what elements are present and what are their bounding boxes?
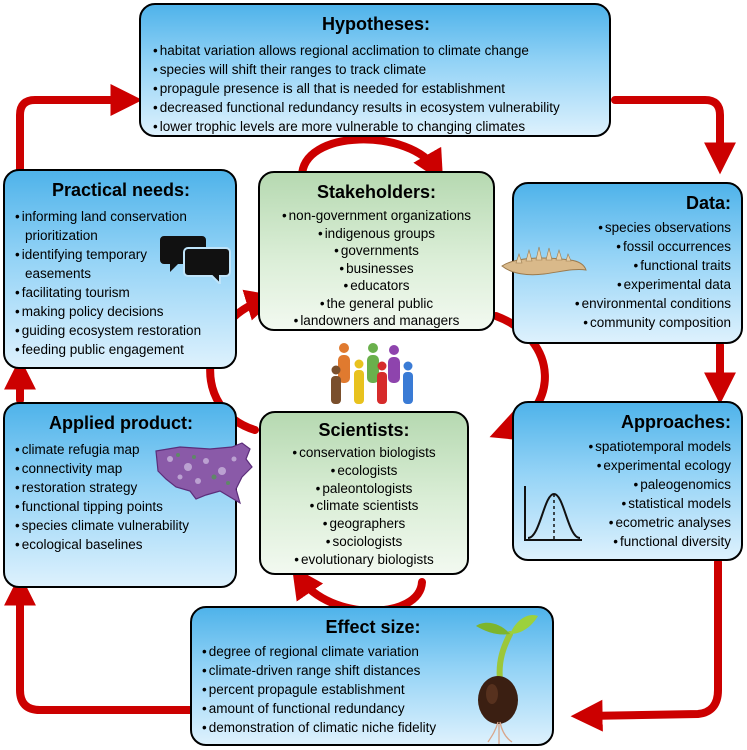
list-item: connectivity map: [15, 459, 227, 478]
list-item: species will shift their ranges to track…: [153, 60, 599, 79]
list-item: paleogenomics: [520, 475, 731, 494]
approaches-title: Approaches:: [620, 412, 731, 432]
list-item: the general public: [264, 295, 489, 313]
list-item: functional diversity: [520, 532, 731, 551]
approaches-list: spatiotemporal models experimental ecolo…: [520, 437, 731, 551]
list-item: evolutionary biologists: [265, 551, 463, 569]
list-item: functional tipping points: [15, 497, 227, 516]
fossil-jaw-icon: [501, 246, 587, 276]
list-item: community composition: [520, 313, 731, 332]
list-item: indigenous groups: [264, 225, 489, 243]
applied-product-list: climate refugia map connectivity map res…: [15, 440, 227, 554]
list-item: degree of regional climate variation: [202, 642, 544, 661]
approaches-box: Approaches: spatiotemporal models experi…: [512, 401, 743, 561]
list-item: geographers: [265, 515, 463, 533]
list-item: identifying temporary: [15, 245, 227, 264]
scientists-list: conservation biologists ecologists paleo…: [265, 444, 463, 569]
hypotheses-title: Hypotheses:: [321, 14, 431, 34]
list-item: ecometric analyses: [520, 513, 731, 532]
list-item: experimental ecology: [520, 456, 731, 475]
arrow-needs-to-hypotheses: [16, 84, 143, 174]
list-item: facilitating tourism: [15, 283, 227, 302]
arrow-hypotheses-to-data: [611, 96, 736, 175]
list-item: easements: [25, 266, 92, 281]
sprouting-seed-icon: [476, 614, 538, 744]
list-item: propagule presence is all that is needed…: [153, 79, 599, 98]
list-item: educators: [264, 277, 489, 295]
list-item: percent propagule establishment: [202, 680, 544, 699]
list-item: climate-driven range shift distances: [202, 661, 544, 680]
list-item: informing land conservation: [15, 207, 227, 226]
list-item: fossil occurrences: [520, 237, 731, 256]
speech-bubbles-icon: [160, 236, 231, 284]
effect-size-list: degree of regional climate variation cli…: [202, 642, 544, 737]
list-item: demonstration of climatic niche fidelity: [202, 718, 544, 737]
list-item: statistical models: [520, 494, 731, 513]
list-item: species climate vulnerability: [15, 516, 227, 535]
list-item: amount of functional redundancy: [202, 699, 544, 718]
list-item: habitat variation allows regional acclim…: [153, 41, 599, 60]
list-item: making policy decisions: [15, 302, 227, 321]
list-item: spatiotemporal models: [520, 437, 731, 456]
stakeholders-box: Stakeholders: non-government organizatio…: [258, 171, 495, 331]
scientists-box: Scientists: conservation biologists ecol…: [259, 411, 469, 575]
list-item: governments: [264, 242, 489, 260]
scientists-title: Scientists:: [318, 420, 410, 440]
list-item: experimental data: [520, 275, 731, 294]
hypotheses-list: habitat variation allows regional acclim…: [153, 41, 599, 135]
arrow-stakeholder-loop: [297, 135, 444, 183]
list-item: ecological baselines: [15, 535, 227, 554]
list-item: functional traits: [520, 256, 731, 275]
list-item: feeding public engagement: [15, 340, 227, 359]
list-item: conservation biologists: [265, 444, 463, 462]
list-item: guiding ecosystem restoration: [15, 321, 227, 340]
list-item: non-government organizations: [264, 207, 489, 225]
practical-needs-list: informing land conservation prioritizati…: [15, 207, 227, 359]
applied-product-title: Applied product:: [49, 413, 193, 433]
stakeholders-list: non-government organizations indigenous …: [264, 207, 489, 329]
data-title: Data:: [685, 193, 731, 213]
practical-needs-title: Practical needs:: [51, 180, 191, 200]
list-item: sociologists: [265, 533, 463, 551]
list-item: species observations: [520, 218, 731, 237]
list-item: ecologists: [265, 462, 463, 480]
list-item: landowners and managers: [264, 312, 489, 329]
data-box: Data: species observations fossil occurr…: [512, 182, 743, 344]
list-item: businesses: [264, 260, 489, 278]
list-item: prioritization: [25, 228, 98, 243]
list-item: decreased functional redundancy results …: [153, 98, 599, 117]
bell-curve-icon: [524, 486, 582, 541]
stakeholders-title: Stakeholders:: [316, 182, 437, 202]
hypotheses-box: Hypotheses: habitat variation allows reg…: [139, 3, 611, 137]
list-item: climate refugia map: [15, 440, 227, 459]
arrow-effect-to-product: [4, 573, 194, 714]
list-item: climate scientists: [265, 497, 463, 515]
list-item: restoration strategy: [15, 478, 227, 497]
effect-size-title: Effect size:: [325, 617, 421, 637]
people-group-icon: [331, 343, 413, 404]
list-item: lower trophic levels are more vulnerable…: [153, 117, 599, 135]
data-list: species observations fossil occurrences …: [520, 218, 731, 332]
us-map-icon: [155, 442, 253, 505]
list-item: environmental conditions: [520, 294, 731, 313]
list-item: paleontologists: [265, 480, 463, 498]
arrow-approaches-to-effect: [570, 558, 722, 732]
